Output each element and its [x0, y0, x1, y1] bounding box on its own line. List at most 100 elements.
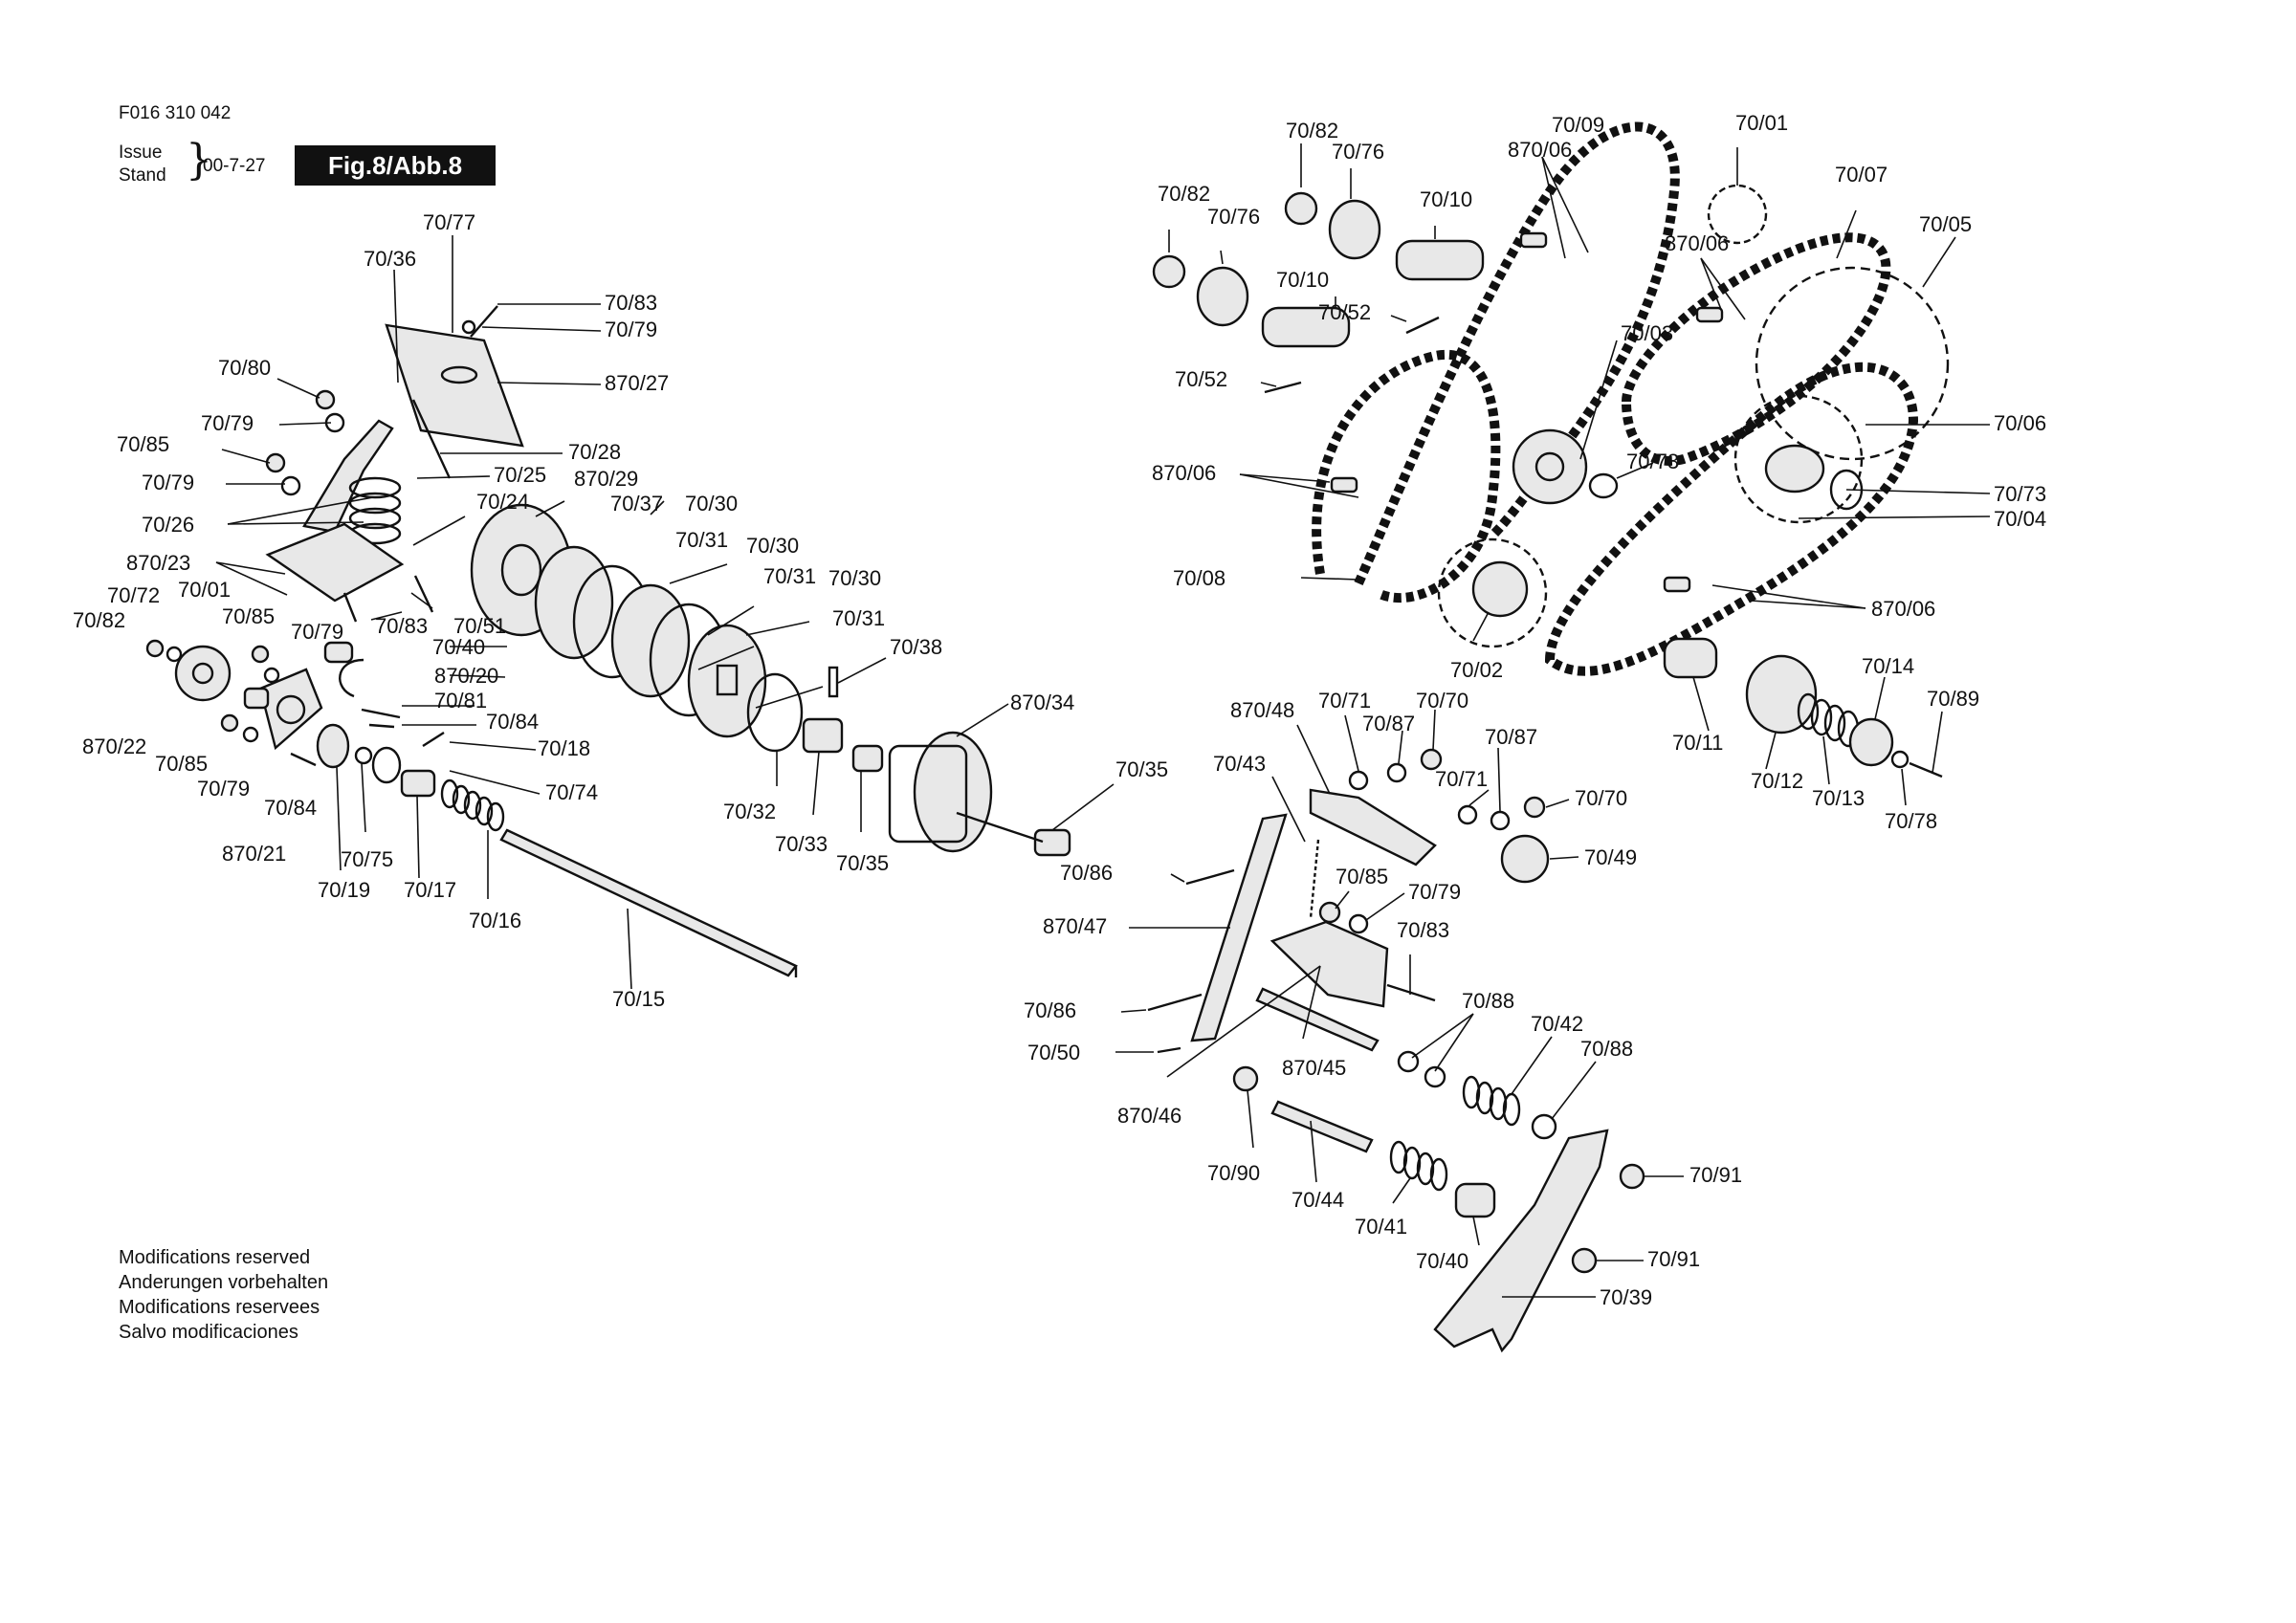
- spring-70-13: [1797, 692, 1860, 748]
- knob-70-49: [1500, 834, 1550, 884]
- washer-70-71-a: [1348, 770, 1369, 791]
- pin-70-52-a: [1405, 316, 1440, 335]
- issue-stand-label: Issue Stand: [119, 142, 166, 187]
- bolt-70-84-a: [368, 723, 395, 729]
- bearing-70-19: [316, 723, 350, 769]
- washer-70-87-b: [1490, 810, 1511, 831]
- washer-70-79: [461, 319, 476, 335]
- bolt-70-81: [361, 708, 401, 719]
- label-870-06-d: 870/06: [1871, 597, 1935, 621]
- label-70-31: 70/31: [675, 528, 728, 552]
- nut-70-70-b: [1523, 796, 1546, 819]
- label-70-77: 70/77: [423, 210, 475, 234]
- bushing-70-35-b: [1033, 828, 1071, 857]
- chain-70-06: [1544, 362, 1919, 676]
- label-70-88-a: 70/88: [1462, 989, 1514, 1013]
- spring-70-43: [1309, 839, 1320, 919]
- label-70-42: 70/42: [1531, 1012, 1583, 1036]
- label-70-18: 70/18: [538, 736, 590, 760]
- sprocket-hub-left: [191, 662, 214, 685]
- label-70-79: 70/79: [605, 318, 657, 341]
- nut-70-82-left: [145, 639, 165, 658]
- bushing-70-40-right: [1454, 1182, 1496, 1218]
- washer-70-76-mid: [1196, 266, 1249, 327]
- chain-70-07: [1621, 232, 1891, 466]
- brace-glyph: }: [186, 136, 212, 185]
- label-70-01-right: 70/01: [1735, 111, 1788, 135]
- washer-70-73-b: [1588, 472, 1619, 499]
- nut-70-85: [265, 452, 286, 473]
- label-70-44: 70/44: [1292, 1188, 1344, 1212]
- sleeve-70-24: [243, 687, 270, 710]
- clutch-disc-5: [687, 624, 767, 738]
- chain-link-870-06-a: [1519, 231, 1548, 249]
- washer-70-72: [166, 646, 183, 663]
- pin-70-52-b: [1264, 381, 1302, 394]
- plate-870-48: [1309, 788, 1437, 866]
- washer-70-79-left: [263, 667, 280, 684]
- sprocket-70-03-hub: [1534, 451, 1565, 482]
- bushing-70-35-a: [851, 744, 884, 773]
- label-70-37: 70/37: [610, 492, 663, 515]
- bolt-70-84-b: [290, 752, 317, 767]
- modifications-note: Modifications reserved Anderungen vorbeh…: [119, 1245, 328, 1345]
- label-70-75: 70/75: [341, 847, 393, 871]
- label-70-87-b: 70/87: [1485, 725, 1537, 749]
- part-labels: 70/77 70/36 70/83 70/79 870/27 70/80 70/…: [73, 111, 2046, 1309]
- label-70-81: 70/81: [434, 689, 487, 713]
- label-70-79-c: 70/79: [142, 471, 194, 494]
- stand-label: Stand: [119, 165, 166, 186]
- bolt-70-83: [470, 305, 498, 338]
- clutch-disc-1: [534, 545, 614, 660]
- nut-70-91-b: [1571, 1247, 1598, 1274]
- issue-date: 00-7-27: [203, 156, 266, 176]
- chain-link-870-06-d: [1663, 576, 1691, 593]
- note-de: Anderungen vorbehalten: [119, 1272, 329, 1293]
- label-70-85-c: 70/85: [155, 752, 208, 776]
- washer-70-76-top: [1328, 199, 1381, 260]
- label-870-22: 870/22: [82, 735, 146, 758]
- label-70-78: 70/78: [1885, 809, 1937, 833]
- issue-label: Issue: [119, 143, 163, 163]
- figure-badge: Fig.8/Abb.8: [295, 145, 496, 186]
- label-70-91-a: 70/91: [1689, 1163, 1742, 1187]
- bolt-70-83-right: [1386, 983, 1436, 1002]
- nut-70-80: [315, 389, 336, 410]
- label-870-27: 870/27: [605, 371, 669, 395]
- housing-shaft: [956, 811, 1044, 844]
- label-870-34: 870/34: [1010, 691, 1074, 714]
- bushing-70-40: [323, 641, 354, 664]
- label-70-82-mid: 70/82: [1158, 182, 1210, 206]
- label-70-32: 70/32: [723, 800, 776, 823]
- label-70-50: 70/50: [1027, 1041, 1080, 1064]
- label-70-84-b: 70/84: [264, 796, 317, 820]
- spring-70-16: [440, 779, 505, 832]
- sprocket-70-03: [1512, 428, 1588, 505]
- label-70-02: 70/02: [1450, 658, 1503, 682]
- label-70-71-b: 70/71: [1435, 767, 1488, 791]
- label-70-87-a: 70/87: [1362, 712, 1415, 735]
- label-70-04: 70/04: [1994, 507, 2046, 531]
- sprocket-70-01-right: [1707, 184, 1768, 245]
- housing-body: [888, 744, 968, 844]
- pin-70-38: [828, 666, 839, 698]
- ring-70-74: [371, 746, 402, 784]
- label-70-74: 70/74: [545, 780, 598, 804]
- label-70-07: 70/07: [1835, 163, 1888, 186]
- bolt-70-83-left: [342, 592, 358, 623]
- bracket-plate: [385, 323, 524, 448]
- label-70-06: 70/06: [1994, 411, 2046, 435]
- label-70-40-right: 70/40: [1416, 1249, 1468, 1273]
- label-870-48: 870/48: [1230, 698, 1294, 722]
- sprocket-70-05: [1755, 266, 1950, 461]
- chain-link-870-06-c: [1330, 476, 1358, 493]
- label-70-15: 70/15: [612, 987, 665, 1011]
- pin-70-28: [411, 399, 452, 479]
- note-es: Salvo modificaciones: [119, 1322, 298, 1343]
- label-70-03: 70/03: [1621, 321, 1673, 345]
- chain-link-870-06-b: [1695, 306, 1724, 323]
- label-70-30-c: 70/30: [828, 566, 881, 590]
- chain-70-09: [1354, 121, 1680, 586]
- label-70-31-c: 70/31: [832, 606, 885, 630]
- bolt-70-86-a: [1185, 868, 1235, 886]
